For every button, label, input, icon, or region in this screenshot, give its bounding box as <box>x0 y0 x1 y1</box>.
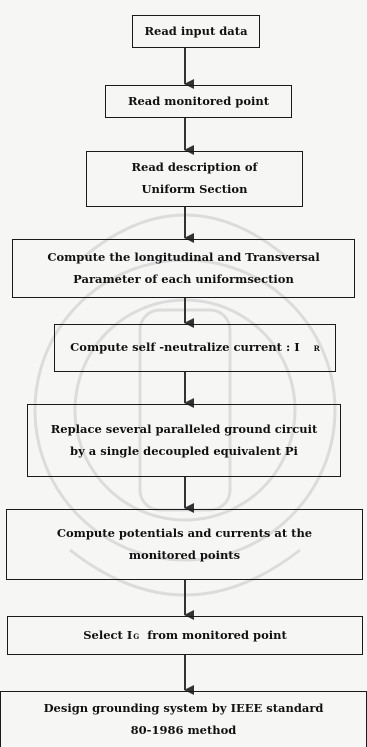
step-3-line-1: Read description of <box>131 160 258 175</box>
step-compute-self-neutralize-current: Compute self -neutralize current : I R <box>54 324 336 372</box>
step-1-line-1: Read input data <box>144 23 248 38</box>
step-compute-parameters: Compute the longitudinal and Transversal… <box>12 239 355 298</box>
step-replace-ground-circuit: Replace several paralleled ground circui… <box>27 404 341 477</box>
step-9-line-2: 80-1986 method <box>130 722 237 737</box>
step-5-subscript: R <box>313 344 320 354</box>
step-8-subscript: G <box>133 631 140 641</box>
step-2-line-1: Read monitored point <box>127 93 270 108</box>
step-design-grounding-system: Design grounding system by IEEE standard… <box>0 691 367 747</box>
step-compute-potentials: Compute potentials and currents at the m… <box>6 509 363 580</box>
step-read-uniform-section: Read description of Uniform Section <box>86 151 303 207</box>
step-4-line-1: Compute the longitudinal and Transversal <box>47 249 320 264</box>
step-4-line-2: Parameter of each uniformsection <box>73 271 294 286</box>
step-8-prefix: Select I <box>83 627 133 642</box>
step-6-line-2: by a single decoupled equivalent Pi <box>70 443 298 458</box>
step-5-text: Compute self -neutralize current : I <box>70 340 300 355</box>
step-9-line-1: Design grounding system by IEEE standard <box>43 700 324 715</box>
step-8-line-1: Select IG from monitored point <box>83 625 287 647</box>
step-7-line-2: monitored points <box>128 547 241 562</box>
step-read-input-data: Read input data <box>132 15 260 48</box>
step-5-line-1: Compute self -neutralize current : I R <box>70 337 320 359</box>
step-6-line-1: Replace several paralleled ground circui… <box>50 421 318 436</box>
step-7-line-1: Compute potentials and currents at the <box>56 525 313 540</box>
step-read-monitored-point: Read monitored point <box>105 85 292 118</box>
step-8-suffix: from monitored point <box>139 627 287 642</box>
step-select-ig: Select IG from monitored point <box>7 616 363 655</box>
step-3-line-2: Uniform Section <box>141 182 248 196</box>
